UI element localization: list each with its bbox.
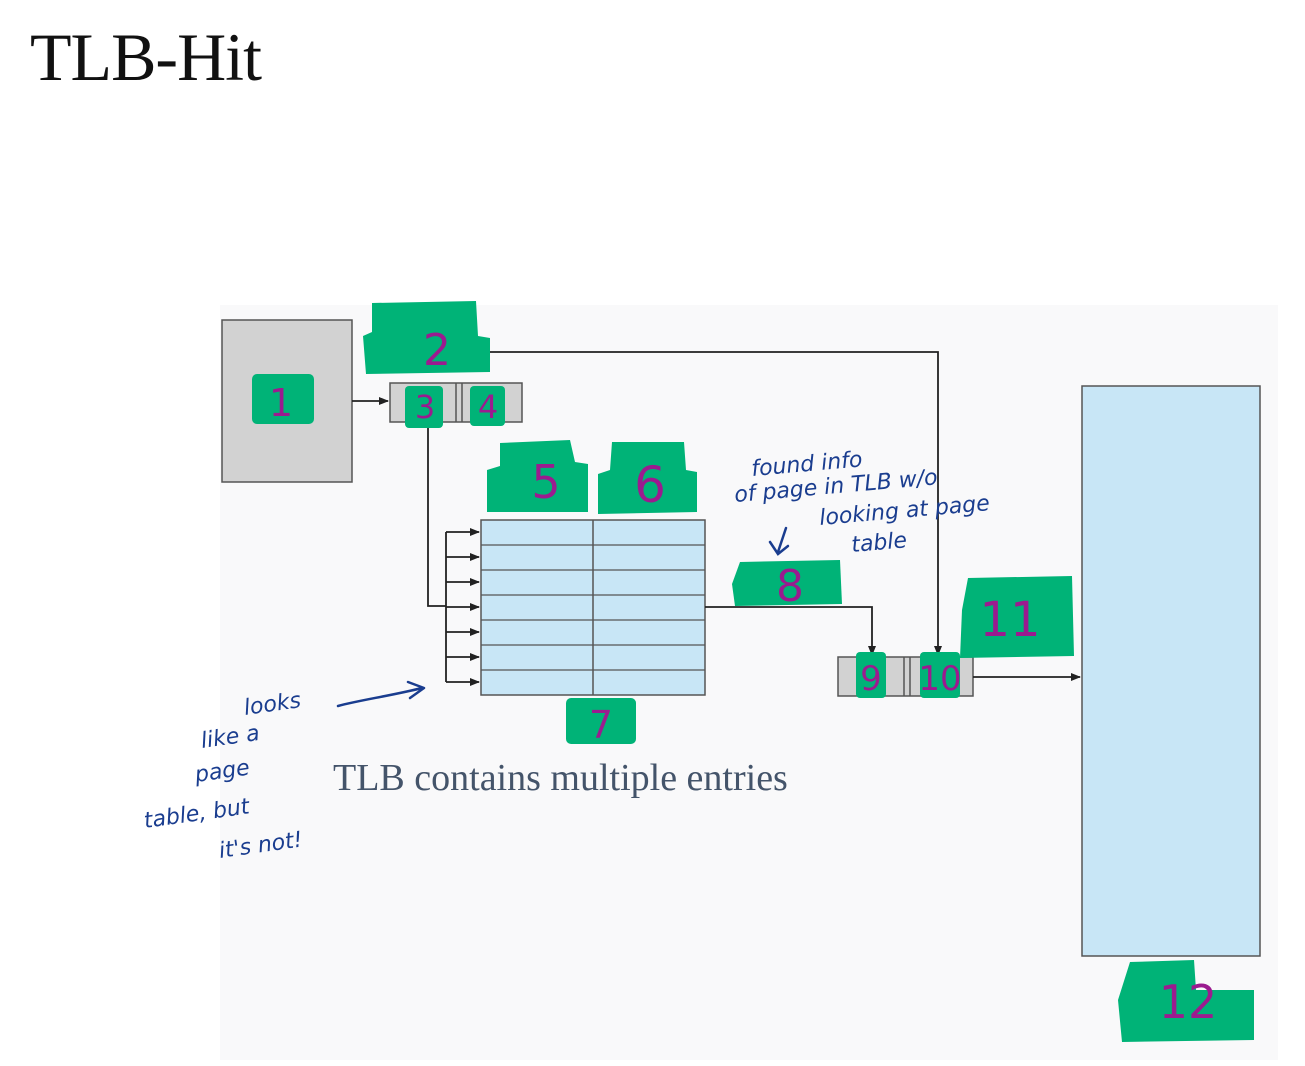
highlight-5: [487, 440, 588, 512]
page-title: TLB-Hit: [30, 19, 262, 95]
highlight-11: [960, 576, 1074, 658]
highlight-12: [1118, 960, 1254, 1042]
highlight-2: [363, 301, 490, 374]
highlight-4: [470, 386, 505, 426]
label-2: 2: [423, 325, 451, 376]
tlb-caption: TLB contains multiple entries: [333, 757, 788, 799]
label-6: 6: [634, 456, 666, 514]
highlight-boxes: [252, 301, 1254, 1042]
label-5: 5: [531, 455, 560, 509]
label-10: 10: [918, 659, 961, 699]
label-7: 7: [589, 703, 613, 747]
frame-to-physical-arrow: [705, 606, 876, 656]
highlight-10: [920, 652, 960, 698]
highlight-7: [566, 698, 636, 744]
handwritten-note-found-info: found info of page in TLB w/o looking at…: [733, 447, 990, 558]
highlight-6: [598, 442, 697, 514]
label-9: 9: [860, 659, 882, 699]
label-8: 8: [776, 561, 804, 612]
highlight-3: [405, 386, 443, 428]
label-1: 1: [269, 381, 293, 425]
tlb-table: [480, 519, 706, 696]
physical-memory: [1081, 385, 1261, 957]
label-3: 3: [415, 388, 435, 426]
found-note-arrow: [768, 526, 790, 556]
label-12: 12: [1159, 975, 1218, 1029]
page-number-line: [427, 422, 446, 607]
highlight-1: [252, 374, 314, 424]
highlight-8: [732, 560, 842, 606]
note-found-line4: table: [850, 528, 908, 558]
label-11: 11: [979, 592, 1040, 648]
cpu-box: [221, 319, 353, 483]
offset-to-physical-arrow: [489, 351, 942, 656]
connector-lines: [352, 351, 1081, 686]
highlight-9: [856, 652, 886, 698]
looks-note-arrow: [336, 680, 426, 708]
label-4: 4: [478, 388, 498, 426]
